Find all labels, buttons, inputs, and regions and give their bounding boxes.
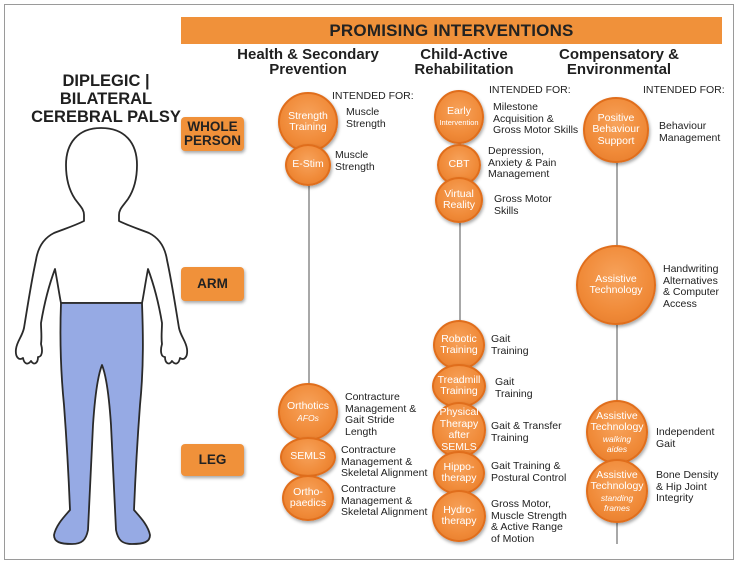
intended-hippotherapy: Gait Training & Postural Control bbox=[491, 460, 567, 484]
column-header-health: Health & Secondary Prevention bbox=[228, 47, 388, 77]
intended-cbt: Depression, Anxiety & Pain Management bbox=[488, 145, 557, 180]
intervention-hippotherapy: Hippo- therapy bbox=[433, 451, 485, 495]
intended-for-label-rehab: INTENDED FOR: bbox=[489, 84, 571, 96]
intended-orthotics: Contracture Management & Gait Stride Len… bbox=[345, 391, 417, 438]
column-header-line: Compensatory & bbox=[558, 46, 680, 63]
intended-semls: Contracture Management & Skeletal Alignm… bbox=[341, 444, 428, 479]
column-header-rehab: Child-Active Rehabilitation bbox=[404, 47, 524, 77]
column-header-line: Rehabilitation bbox=[414, 61, 514, 78]
intervention-robotic-training: Robotic Training bbox=[433, 320, 485, 370]
column-header-compensatory: Compensatory & Environmental bbox=[546, 47, 692, 77]
intervention-early-intervention: Early Intervention bbox=[434, 90, 484, 144]
intended-treadmill-training: Gait Training bbox=[495, 376, 533, 400]
intervention-orthopaedics: Ortho- paedics bbox=[282, 475, 334, 521]
intervention-positive-behaviour-support: Positive Behaviour Support bbox=[583, 97, 649, 163]
intended-strength-training: Muscle Strength bbox=[346, 106, 386, 130]
intervention-assistive-technology-arm: Assistive Technology bbox=[576, 245, 656, 325]
intervention-treadmill-training: Treadmill Training bbox=[432, 364, 486, 408]
region-label-line: WHOLE bbox=[187, 119, 238, 134]
intervention-orthotics: Orthotics AFOs bbox=[278, 383, 338, 441]
intervention-assistive-technology-standing-frames: Assistive Technology standing frames bbox=[586, 459, 648, 523]
legs-highlight bbox=[53, 302, 151, 545]
health-connector-line bbox=[308, 100, 310, 520]
region-label-arm: ARM bbox=[181, 267, 244, 301]
intended-physical-therapy: Gait & Transfer Training bbox=[491, 420, 562, 444]
region-label-leg: LEG bbox=[181, 444, 244, 476]
intended-positive-behaviour-support: Behaviour Management bbox=[659, 120, 721, 144]
intended-for-label-health: INTENDED FOR: bbox=[332, 90, 414, 102]
intervention-assistive-technology-walking-aides: Assistive Technology walking aides bbox=[586, 400, 648, 464]
column-header-line: Health & Secondary bbox=[237, 46, 379, 63]
intervention-virtual-reality: Virtual Reality bbox=[435, 177, 483, 223]
column-header-line: Child-Active bbox=[420, 46, 508, 63]
column-header-line: Prevention bbox=[269, 61, 347, 78]
banner-title: PROMISING INTERVENTIONS bbox=[181, 17, 722, 44]
title-line: CEREBRAL PALSY bbox=[31, 108, 181, 126]
region-label-line: PERSON bbox=[183, 133, 241, 148]
intervention-semls: SEMLS bbox=[280, 437, 336, 477]
diagram-frame bbox=[4, 4, 734, 560]
intended-e-stim: Muscle Strength bbox=[335, 149, 375, 173]
intervention-hydrotherapy: Hydro- therapy bbox=[432, 490, 486, 542]
rehab-connector-line bbox=[459, 98, 461, 526]
title-line: BILATERAL bbox=[59, 90, 153, 108]
child-body-figure bbox=[14, 127, 189, 545]
intended-orthopaedics: Contracture Management & Skeletal Alignm… bbox=[341, 483, 428, 518]
title-line: DIPLEGIC | bbox=[62, 72, 150, 90]
column-header-line: Environmental bbox=[566, 61, 672, 78]
intended-for-label-compensatory: INTENDED FOR: bbox=[643, 84, 725, 96]
intervention-strength-training: Strength Training bbox=[278, 92, 338, 152]
intervention-physical-therapy: Physical Therapy after SEMLS bbox=[432, 402, 486, 458]
intended-virtual-reality: Gross Motor Skills bbox=[494, 193, 552, 217]
intended-assistive-technology-standing-frames: Bone Density & Hip Joint Integrity bbox=[656, 469, 719, 504]
intended-assistive-technology-walking-aides: Independent Gait bbox=[656, 426, 715, 450]
intended-hydrotherapy: Gross Motor, Muscle Strength & Active Ra… bbox=[491, 498, 567, 545]
diagram-title: DIPLEGIC | BILATERAL CEREBRAL PALSY bbox=[18, 72, 194, 126]
intervention-e-stim: E-Stim bbox=[285, 144, 331, 186]
intended-robotic-training: Gait Training bbox=[491, 333, 529, 357]
intended-early-intervention: Milestone Acquisition & Gross Motor Skil… bbox=[493, 101, 579, 136]
intended-assistive-technology-arm: Handwriting Alternatives & Computer Acce… bbox=[663, 263, 720, 310]
region-label-whole-person: WHOLE PERSON bbox=[181, 117, 244, 151]
